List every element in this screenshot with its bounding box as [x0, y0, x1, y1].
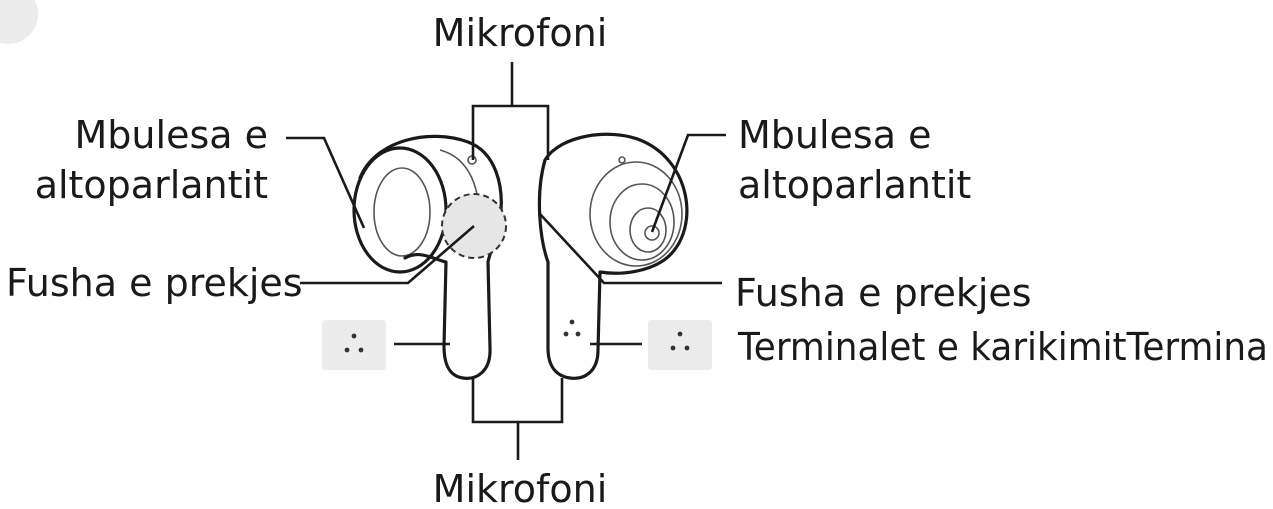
label-cover-right-line1: Mbulesa e: [738, 113, 931, 157]
leader-right-cover: [650, 133, 726, 233]
corner-mark: [0, 0, 38, 44]
right-eartip-ring-1: [589, 161, 683, 267]
left-eartip-outer: [352, 146, 448, 274]
right-stem-dot-1: [569, 319, 575, 325]
label-cover-right-line2: altoparlantit: [738, 163, 971, 207]
label-cover-left-line2: altoparlantit: [35, 163, 268, 207]
leader-left-touch: [300, 225, 475, 285]
bottom-mic-bracket: [471, 378, 564, 460]
leader-left-cover: [286, 136, 366, 229]
right-eartip-ring-2: [609, 183, 675, 261]
left-charging-terminal-pad: [322, 320, 386, 370]
top-mic-bracket: [471, 62, 550, 160]
right-stem-dot-3: [563, 331, 569, 337]
right-earbud: [537, 132, 689, 380]
right-earbud-body: [537, 132, 689, 380]
right-stem-dot-2: [575, 331, 581, 337]
label-cover-left-line1: Mbulesa e: [75, 113, 268, 157]
label-charging-right: Terminalet e karikimitTermina: [737, 325, 1268, 369]
right-charging-terminal-pad: [648, 320, 712, 370]
right-eartip-ring-3: [629, 207, 667, 253]
label-touch-right: Fusha e prekjes: [735, 271, 1032, 315]
left-earbud-body: [358, 134, 503, 380]
left-eartip-inner: [373, 167, 431, 257]
right-eartip-center: [644, 225, 660, 241]
label-mic-top: Mikrofoni: [433, 11, 608, 55]
right-top-mark: [618, 156, 626, 164]
label-touch-left: Fusha e prekjes: [6, 261, 303, 305]
leader-right-touch: [539, 213, 722, 285]
label-mic-bottom: Mikrofoni: [433, 467, 608, 509]
